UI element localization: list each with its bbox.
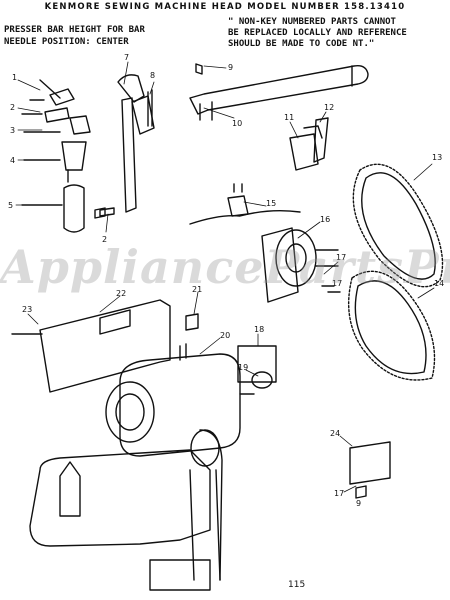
callout-8: 8 xyxy=(150,71,155,80)
lever-parts xyxy=(289,117,329,171)
callout-12: 12 xyxy=(324,103,334,112)
callout-13: 13 xyxy=(432,153,442,162)
callout-4: 4 xyxy=(10,156,15,165)
callout-24: 24 xyxy=(330,429,340,438)
callout-22: 22 xyxy=(116,289,126,298)
needle-bar-assembly xyxy=(99,74,155,217)
callout-3: 3 xyxy=(10,126,15,135)
motor xyxy=(105,343,255,457)
callout-9: 9 xyxy=(228,63,233,72)
callout-15: 15 xyxy=(266,199,276,208)
needle-bar-link xyxy=(189,63,369,121)
callout-7: 7 xyxy=(124,53,129,62)
callout-2-top: 2 xyxy=(10,103,15,112)
non-key-note-line-2: BE REPLACED LOCALLY AND REFERENCE xyxy=(228,28,407,38)
callout-16: 16 xyxy=(320,215,330,224)
belts xyxy=(347,163,444,381)
page-number: 115 xyxy=(288,580,306,590)
presser-bar-note-line-1: PRESSER BAR HEIGHT FOR BAR xyxy=(4,25,145,35)
motor-mount-bracket xyxy=(11,299,199,393)
callout-14: 14 xyxy=(434,279,444,288)
non-key-note-line-3: SHOULD BE MADE TO CODE NT." xyxy=(228,39,375,49)
callout-1: 1 xyxy=(12,73,17,82)
callout-20: 20 xyxy=(220,331,230,340)
callout-21: 21 xyxy=(192,285,202,294)
diagram-header: KENMORE SEWING MACHINE HEAD MODEL NUMBER… xyxy=(44,2,406,12)
callout-11: 11 xyxy=(284,113,294,122)
presser-bar-note: PRESSER BAR HEIGHT FOR BAR NEEDLE POSITI… xyxy=(4,24,145,48)
presser-bar-note-line-2: NEEDLE POSITION: CENTER xyxy=(4,37,129,47)
callout-19: 19 xyxy=(238,363,248,372)
callout-17-lower: 17 xyxy=(334,489,344,498)
callout-5: 5 xyxy=(8,201,13,210)
wire-harness xyxy=(189,183,301,225)
non-key-note-line-1: " NON-KEY NUMBERED PARTS CANNOT xyxy=(228,17,396,27)
machine-head-outline xyxy=(29,429,223,591)
bracket-part-24 xyxy=(349,441,391,499)
callout-17-bracket: 17 xyxy=(332,279,342,288)
callout-23: 23 xyxy=(22,305,32,314)
non-key-parts-note: " NON-KEY NUMBERED PARTS CANNOT BE REPLA… xyxy=(228,17,407,50)
callout-9-lower: 9 xyxy=(356,499,361,508)
callout-18: 18 xyxy=(254,325,264,334)
motor-bracket xyxy=(261,227,341,303)
presser-bar-parts xyxy=(21,79,106,233)
callout-numbers: 1 2 3 4 5 2 7 8 9 10 11 12 13 14 15 16 1… xyxy=(8,53,444,508)
callout-2-bottom: 2 xyxy=(102,235,107,244)
callout-17-motor: 17 xyxy=(336,253,346,262)
callout-10: 10 xyxy=(232,119,242,128)
callout-leaders xyxy=(15,61,435,493)
motor-pulley xyxy=(237,345,277,389)
